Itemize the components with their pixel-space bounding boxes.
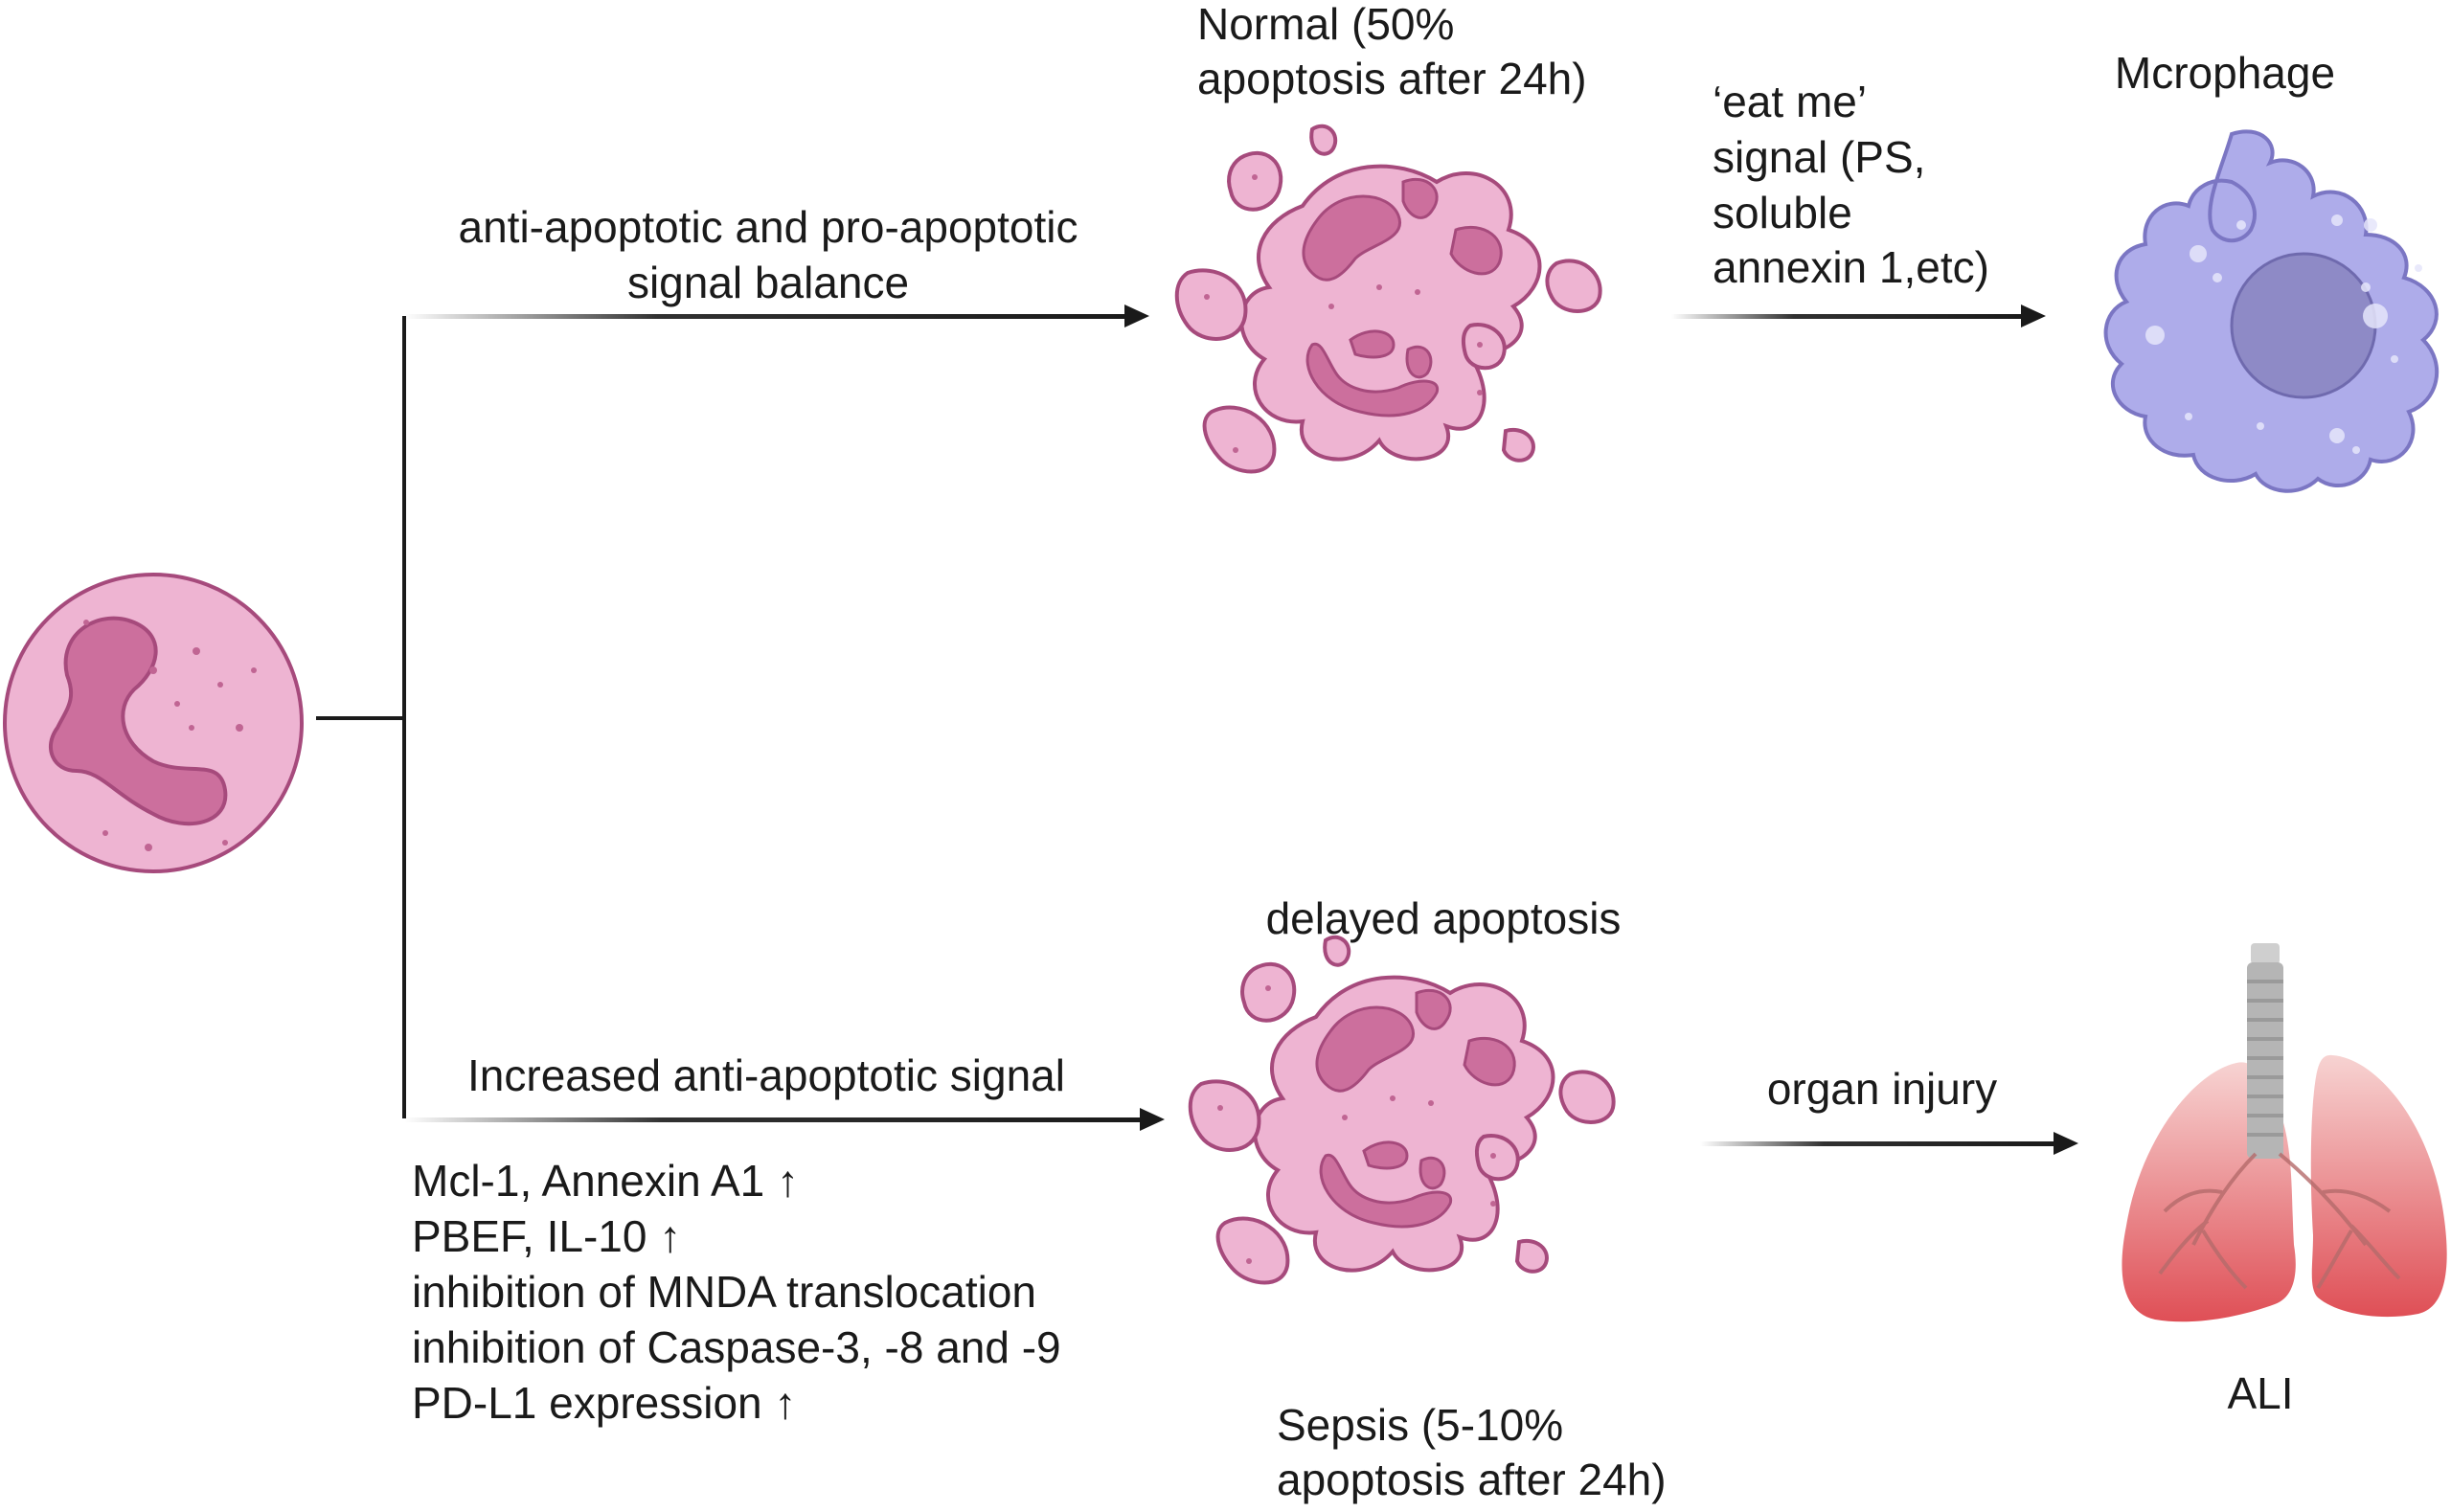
label-increased: Increased anti-apoptotic signal	[467, 1050, 1065, 1100]
factor-item: PD-L1 expression ↑	[412, 1378, 796, 1428]
label-eat-me-line1: ‘eat me’	[1713, 77, 1867, 126]
branch-connector	[316, 316, 406, 1118]
label-eat-me-line3: soluble	[1713, 188, 1852, 237]
apoptotic-cell-icon	[1174, 124, 1602, 474]
factor-item: inhibition of MNDA translocation	[412, 1267, 1036, 1317]
label-eat-me-line2: signal (PS,	[1713, 132, 1925, 182]
label-balance-line1: anti-apoptotic and pro-apoptotic	[459, 202, 1078, 252]
factor-item: Mcl-1, Annexin A1 ↑	[412, 1156, 799, 1206]
arrow-balance	[404, 305, 1149, 327]
label-organ-injury: organ injury	[1767, 1064, 1997, 1114]
arrow-organ-injury	[1700, 1132, 2078, 1155]
factor-item: inhibition of Caspase-3, -8 and -9	[412, 1322, 1061, 1372]
apoptotic-cell-delayed-icon	[1188, 935, 1616, 1285]
arrow-increased	[404, 1108, 1165, 1131]
arrow-eat-me	[1671, 305, 2046, 327]
factor-item: PBEF, IL-10 ↑	[412, 1211, 681, 1261]
label-ali: ALI	[2227, 1368, 2293, 1418]
label-sepsis-line1: Sepsis (5-10%	[1277, 1400, 1563, 1450]
label-sepsis-line2: apoptosis after 24h)	[1277, 1455, 1667, 1504]
macrophage-icon	[2103, 129, 2440, 493]
lungs-icon	[2122, 943, 2447, 1322]
label-balance-line2: signal balance	[627, 258, 909, 307]
label-macrophage: Mcrophage	[2115, 48, 2335, 98]
label-delayed: delayed apoptosis	[1266, 893, 1622, 943]
label-normal-line2: apoptosis after 24h)	[1197, 54, 1587, 103]
neutrophil-icon	[3, 573, 304, 873]
label-normal-line1: Normal (50%	[1197, 0, 1454, 49]
label-eat-me-line4: annexin 1,etc)	[1713, 242, 1989, 292]
